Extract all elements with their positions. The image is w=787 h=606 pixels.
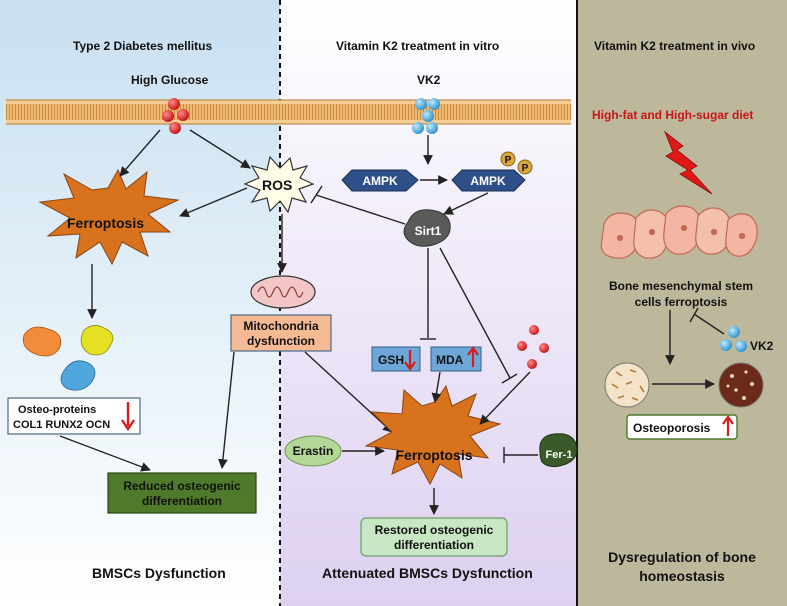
left-arrows xyxy=(59,129,393,472)
mda-label: MDA xyxy=(436,353,464,367)
bmsc-label-1: Bone mesenchymal stem xyxy=(609,279,753,293)
phospho-2-label: P xyxy=(522,163,529,174)
left-footer: BMSCs Dysfunction xyxy=(92,565,226,581)
mitochondria-icon xyxy=(250,275,316,309)
osteoporotic-bone-icon xyxy=(718,362,764,408)
ferroptosis-left-label: Ferroptosis xyxy=(67,215,144,231)
ros-particles-icon xyxy=(517,325,549,369)
ferroptosis-center-burst-icon xyxy=(364,384,502,486)
left-heading: Type 2 Diabetes mellitus xyxy=(73,39,212,53)
osteoporosis-box xyxy=(626,414,738,440)
middle-inhibitions xyxy=(310,185,538,463)
fer1-shape xyxy=(539,433,578,468)
vk2-molecules-right-icon xyxy=(720,326,747,352)
ampk-label: AMPK xyxy=(362,174,398,188)
restored-label-1: Restored osteogenic xyxy=(375,523,494,537)
ampk-p-label: AMPK xyxy=(470,174,506,188)
reduced-label-2: differentiation xyxy=(142,494,222,508)
ampk-shape xyxy=(341,169,419,192)
sirt1-label: Sirt1 xyxy=(415,224,442,238)
mito-label-2: dysfunction xyxy=(247,334,315,348)
osteo-protein-shapes-icon xyxy=(22,325,114,391)
mda-up-arrow-icon xyxy=(467,346,479,367)
right-panel-bg xyxy=(578,0,787,606)
osteo-proteins-label: Osteo-proteins xyxy=(18,404,96,416)
middle-heading: Vitamin K2 treatment in vitro xyxy=(336,39,499,53)
bmsc-cells-icon xyxy=(600,205,758,259)
ros-burst-icon xyxy=(243,155,315,214)
down-arrow-icon xyxy=(121,402,135,432)
ampk-p-shape xyxy=(451,169,526,192)
osteo-proteins-box xyxy=(7,397,141,435)
sirt1-shape xyxy=(403,209,451,247)
reduced-box xyxy=(107,472,257,514)
left-panel-bg xyxy=(0,0,280,606)
high-glucose-label: High Glucose xyxy=(131,73,209,87)
ferroptosis-center-label: Ferroptosis xyxy=(395,447,472,463)
bmsc-label-2: cells ferroptosis xyxy=(635,295,728,309)
osteoporosis-label: Osteoporosis xyxy=(633,421,711,435)
right-footer-1: Dysregulation of bone xyxy=(608,549,756,565)
vk2-label-right: VK2 xyxy=(750,339,774,353)
phospho-1-label: P xyxy=(505,155,512,166)
right-footer-2: homeostasis xyxy=(639,568,725,584)
glucose-molecules-icon xyxy=(162,98,189,134)
restored-label-2: differentiation xyxy=(394,538,474,552)
phospho-2-icon xyxy=(517,159,533,175)
ros-label: ROS xyxy=(262,177,292,193)
right-arrows xyxy=(652,307,725,389)
osteoporosis-up-arrow-icon xyxy=(722,415,734,436)
vk2-molecules-icon xyxy=(412,98,440,134)
lightning-icon xyxy=(664,130,713,195)
healthy-bone-icon xyxy=(604,362,650,408)
gsh-down-arrow-icon xyxy=(404,350,416,371)
erastin-shape xyxy=(284,435,342,467)
middle-footer: Attenuated BMSCs Dysfunction xyxy=(322,565,533,581)
vk2-label-middle: VK2 xyxy=(417,73,441,87)
middle-arrows xyxy=(342,135,531,515)
phospho-1-icon xyxy=(500,151,516,167)
restored-box xyxy=(360,517,508,557)
osteo-genes-label: COL1 RUNX2 OCN xyxy=(13,419,110,431)
diet-label: High-fat and High-sugar diet xyxy=(592,108,753,122)
erastin-label: Erastin xyxy=(293,444,334,458)
reduced-label-1: Reduced osteogenic xyxy=(123,479,241,493)
cell-membrane xyxy=(6,99,571,125)
ferroptosis-burst-icon xyxy=(38,168,180,266)
mito-box xyxy=(230,314,332,352)
gsh-label: GSH xyxy=(378,353,404,367)
mito-label-1: Mitochondria xyxy=(243,319,319,333)
right-heading: Vitamin K2 treatment in vivo xyxy=(594,39,755,53)
fer1-label: Fer-1 xyxy=(546,449,573,461)
